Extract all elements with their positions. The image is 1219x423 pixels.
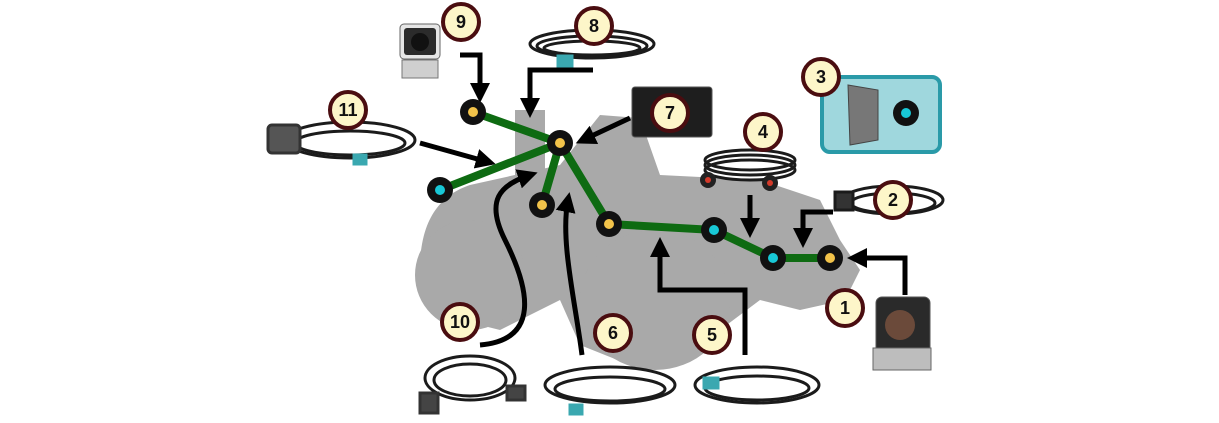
arrow-from-7 xyxy=(575,115,632,144)
connection-arrows xyxy=(419,52,908,356)
node-2 xyxy=(760,245,786,271)
callout-5: 5 xyxy=(692,315,732,355)
harness-cable-5-image xyxy=(693,365,821,405)
node-10 xyxy=(529,192,555,218)
node-9 xyxy=(460,99,486,125)
arrow-from-2 xyxy=(793,209,833,248)
arrow-from-10 xyxy=(479,169,538,348)
callout-10: 10 xyxy=(440,302,480,342)
power-cable-10-image xyxy=(418,354,527,415)
node-6 xyxy=(596,211,622,237)
arrow-from-6 xyxy=(555,192,585,356)
arrow-from-5 xyxy=(650,237,748,355)
harness-nodes xyxy=(427,99,843,271)
arrow-from-11 xyxy=(419,140,496,169)
tractor-silhouette xyxy=(415,110,860,370)
callout-3: 3 xyxy=(801,57,841,97)
arrow-from-1 xyxy=(847,248,908,295)
node-11 xyxy=(427,177,453,203)
callout-1: 1 xyxy=(825,288,865,328)
callout-4: 4 xyxy=(743,112,783,152)
camera-1-image xyxy=(872,296,932,371)
arrow-from-9 xyxy=(460,52,490,103)
callout-11: 11 xyxy=(328,90,368,130)
camera-9-image xyxy=(399,23,441,79)
callout-6: 6 xyxy=(593,313,633,353)
callout-8: 8 xyxy=(574,6,614,46)
arrow-from-8 xyxy=(520,67,593,118)
callout-2: 2 xyxy=(873,180,913,220)
coiled-cable-4-image xyxy=(700,148,797,191)
callout-9: 9 xyxy=(441,2,481,42)
bracket-3-panel xyxy=(820,75,942,154)
node-hub xyxy=(547,130,573,156)
node-1 xyxy=(817,245,843,271)
split-cable-6-image xyxy=(543,365,677,416)
node-5 xyxy=(701,217,727,243)
callout-7: 7 xyxy=(650,93,690,133)
